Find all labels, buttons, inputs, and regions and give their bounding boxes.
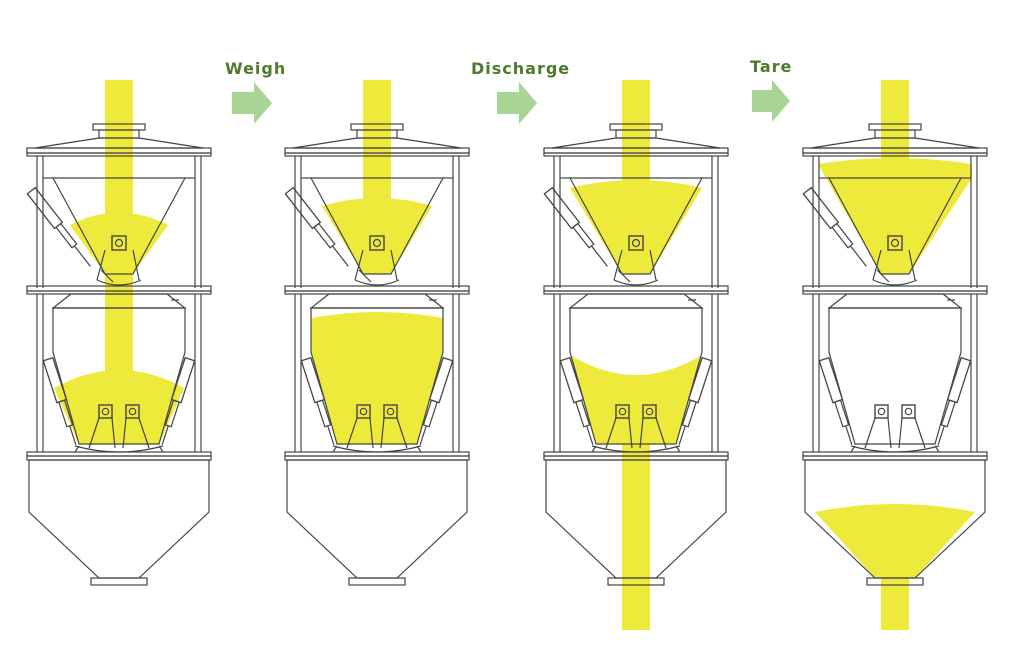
arrow-right-icon	[232, 82, 272, 124]
stage-tare	[802, 80, 988, 630]
step-label-weigh: Weigh	[225, 59, 286, 78]
arrow-right-icon	[752, 80, 790, 122]
stage-weighing	[284, 80, 470, 586]
stage-discharging	[543, 80, 729, 630]
step-tare: Tare	[750, 57, 792, 122]
step-weigh: Weigh	[225, 59, 286, 124]
material-stage-1	[54, 80, 184, 444]
step-discharge: Discharge	[471, 59, 570, 124]
material-stage-4	[815, 80, 975, 630]
material-stage-2	[311, 80, 443, 444]
stage-filling	[26, 80, 212, 586]
step-label-discharge: Discharge	[471, 59, 570, 78]
step-label-tare: Tare	[750, 57, 792, 76]
material-stage-3	[570, 80, 702, 630]
arrow-right-icon	[497, 82, 537, 124]
